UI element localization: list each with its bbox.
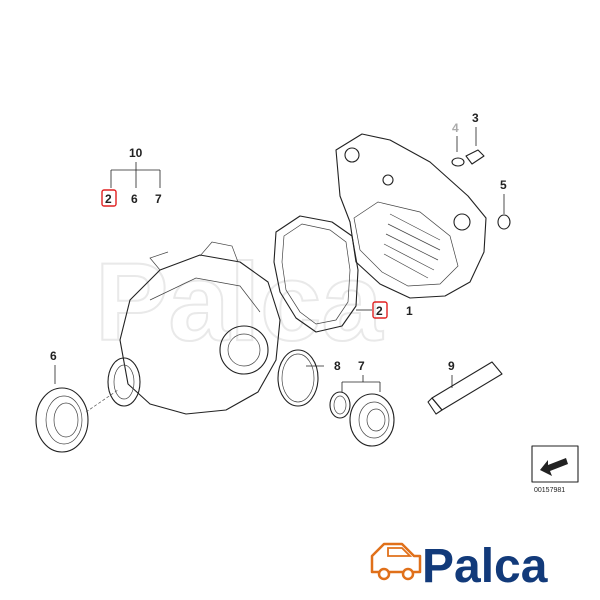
gasket-callout-highlight [372,301,388,319]
callout-5: 5 [500,178,507,192]
callout-7-seal: 7 [358,359,365,373]
callout-6-group: 6 [131,192,138,206]
differential-housing [107,241,281,415]
callout-1: 1 [406,304,413,318]
callout-group-10: 10 2 6 7 [101,146,162,207]
callout-7-group: 7 [155,192,162,206]
reference-box: 00157981 [531,445,579,494]
callout-6-seal: 6 [50,349,57,363]
callout-8: 8 [334,359,341,373]
callout-3: 3 [472,111,479,125]
sealant-tube: 9 [427,359,503,415]
drain-plug: 5 [497,178,511,230]
arrow-diagram-icon [531,445,579,483]
brand-name: Palca [422,540,548,593]
o-ring: 8 [277,349,341,407]
reference-number: 00157981 [534,487,565,494]
delivery-car-icon [370,542,422,581]
callout-10: 10 [129,146,143,160]
callout-2-gasket: 2 [376,304,383,318]
callout-4: 4 [452,121,459,135]
cover-gasket: 2 1 [273,215,413,333]
callout-2-group: 2 [105,192,112,206]
callout-9: 9 [448,359,455,373]
watermark-text: Palca [95,241,383,364]
palca-logo: Palca [370,540,548,593]
left-shaft-seal: 6 [35,349,119,453]
callout-highlight [101,189,117,207]
palca-watermark: Palca [94,240,384,365]
right-seal-group: 7 [329,359,395,447]
bolt-assembly: 4 3 [451,111,485,167]
